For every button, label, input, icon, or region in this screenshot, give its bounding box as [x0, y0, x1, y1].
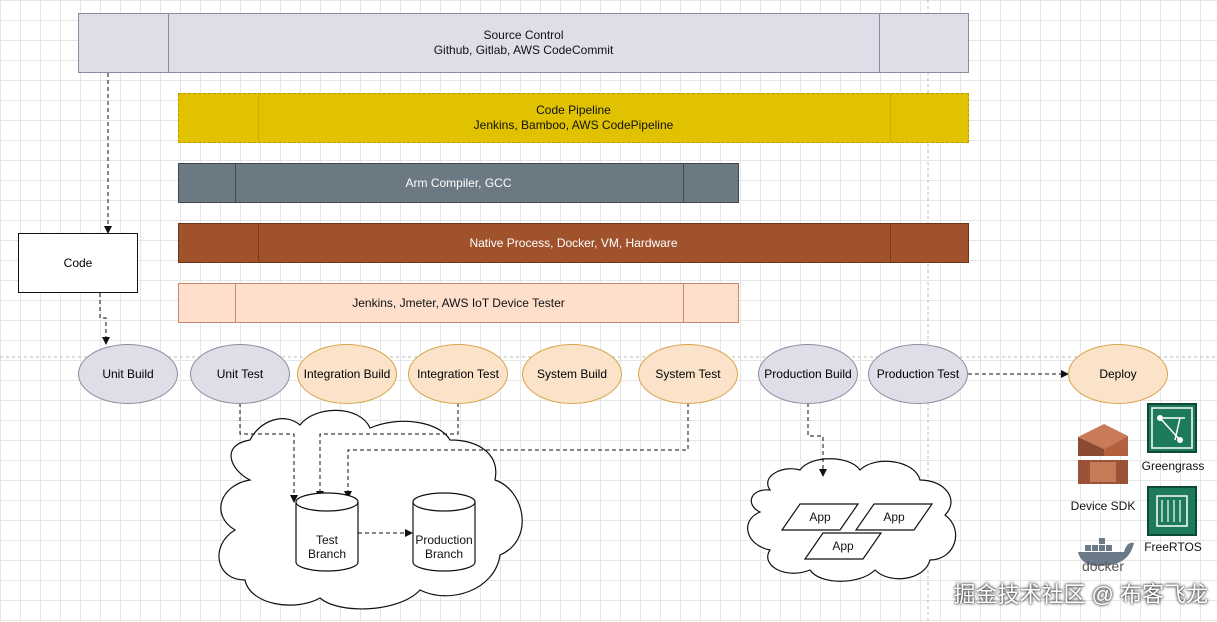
stage-label: Unit Test — [216, 367, 264, 381]
stage-production-test: Production Test — [868, 344, 968, 404]
app-label: App — [883, 510, 905, 524]
stage-label: Deploy — [1099, 367, 1137, 381]
code-box: Code — [18, 233, 138, 293]
app-cloud — [747, 458, 957, 582]
stage-production-build: Production Build — [758, 344, 858, 404]
device-sdk-icon — [1078, 424, 1128, 484]
connector-unit-test-to-test-branch — [239, 403, 298, 503]
compiler-label: Arm Compiler, GCC — [405, 175, 512, 190]
stage-label: System Build — [536, 367, 608, 381]
docker-icon — [1078, 538, 1134, 566]
native-process-label: Native Process, Docker, VM, Hardware — [469, 235, 678, 250]
connector-code-to-unit-build — [99, 293, 110, 345]
greengrass-label: Greengrass — [1141, 459, 1205, 473]
compiler-bar: Arm Compiler, GCC — [178, 163, 739, 203]
stage-integration-build: Integration Build — [297, 344, 397, 404]
native-process-bar: Native Process, Docker, VM, Hardware — [178, 223, 969, 263]
stage-label: Integration Build — [303, 367, 391, 381]
stage-system-test: System Test — [638, 344, 738, 404]
stage-label: Production Test — [876, 367, 960, 381]
code-pipeline-tools: Jenkins, Bamboo, AWS CodePipeline — [473, 118, 674, 132]
connector-system-test-to-test-branch — [344, 403, 689, 499]
connector-production-build-to-apps — [807, 403, 827, 477]
stage-label: System Test — [655, 367, 721, 381]
stage-system-build: System Build — [522, 344, 622, 404]
code-pipeline-bar: Code Pipeline Jenkins, Bamboo, AWS CodeP… — [178, 93, 969, 143]
test-branch-cylinder — [295, 492, 359, 572]
freertos-icon — [1147, 486, 1197, 536]
stage-deploy: Deploy — [1068, 344, 1168, 404]
device-sdk-label: Device SDK — [1070, 499, 1136, 513]
docker-label: docker — [1081, 558, 1125, 574]
production-branch-label: Production Branch — [415, 533, 473, 561]
freertos-label: FreeRTOS — [1144, 540, 1202, 554]
device-tester-label: Jenkins, Jmeter, AWS IoT Device Tester — [352, 295, 565, 310]
code-pipeline-title: Code Pipeline — [536, 103, 611, 117]
greengrass-icon — [1147, 403, 1197, 453]
app-label: App — [809, 510, 831, 524]
test-branch-label: Test Branch — [307, 533, 347, 561]
stage-label: Production Build — [764, 367, 852, 381]
app-shape — [803, 532, 883, 560]
code-box-label: Code — [63, 256, 93, 270]
stage-unit-build: Unit Build — [78, 344, 178, 404]
source-control-title: Source Control — [483, 28, 564, 42]
branch-cloud — [218, 409, 523, 610]
app-shape — [854, 503, 934, 531]
app-label: App — [832, 539, 854, 553]
stage-integration-test: Integration Test — [408, 344, 508, 404]
source-control-bar: Source Control Github, Gitlab, AWS CodeC… — [78, 13, 969, 73]
stage-unit-test: Unit Test — [190, 344, 290, 404]
watermark: 掘金技术社区 @ 布客飞龙 — [953, 582, 1208, 607]
production-branch-cylinder — [412, 492, 476, 572]
device-tester-bar: Jenkins, Jmeter, AWS IoT Device Tester — [178, 283, 739, 323]
stage-label: Unit Build — [102, 367, 154, 381]
stage-label: Integration Test — [417, 367, 499, 381]
connector-integration-test-to-test-branch — [316, 403, 459, 499]
source-control-tools: Github, Gitlab, AWS CodeCommit — [433, 43, 614, 57]
app-shape — [780, 503, 860, 531]
